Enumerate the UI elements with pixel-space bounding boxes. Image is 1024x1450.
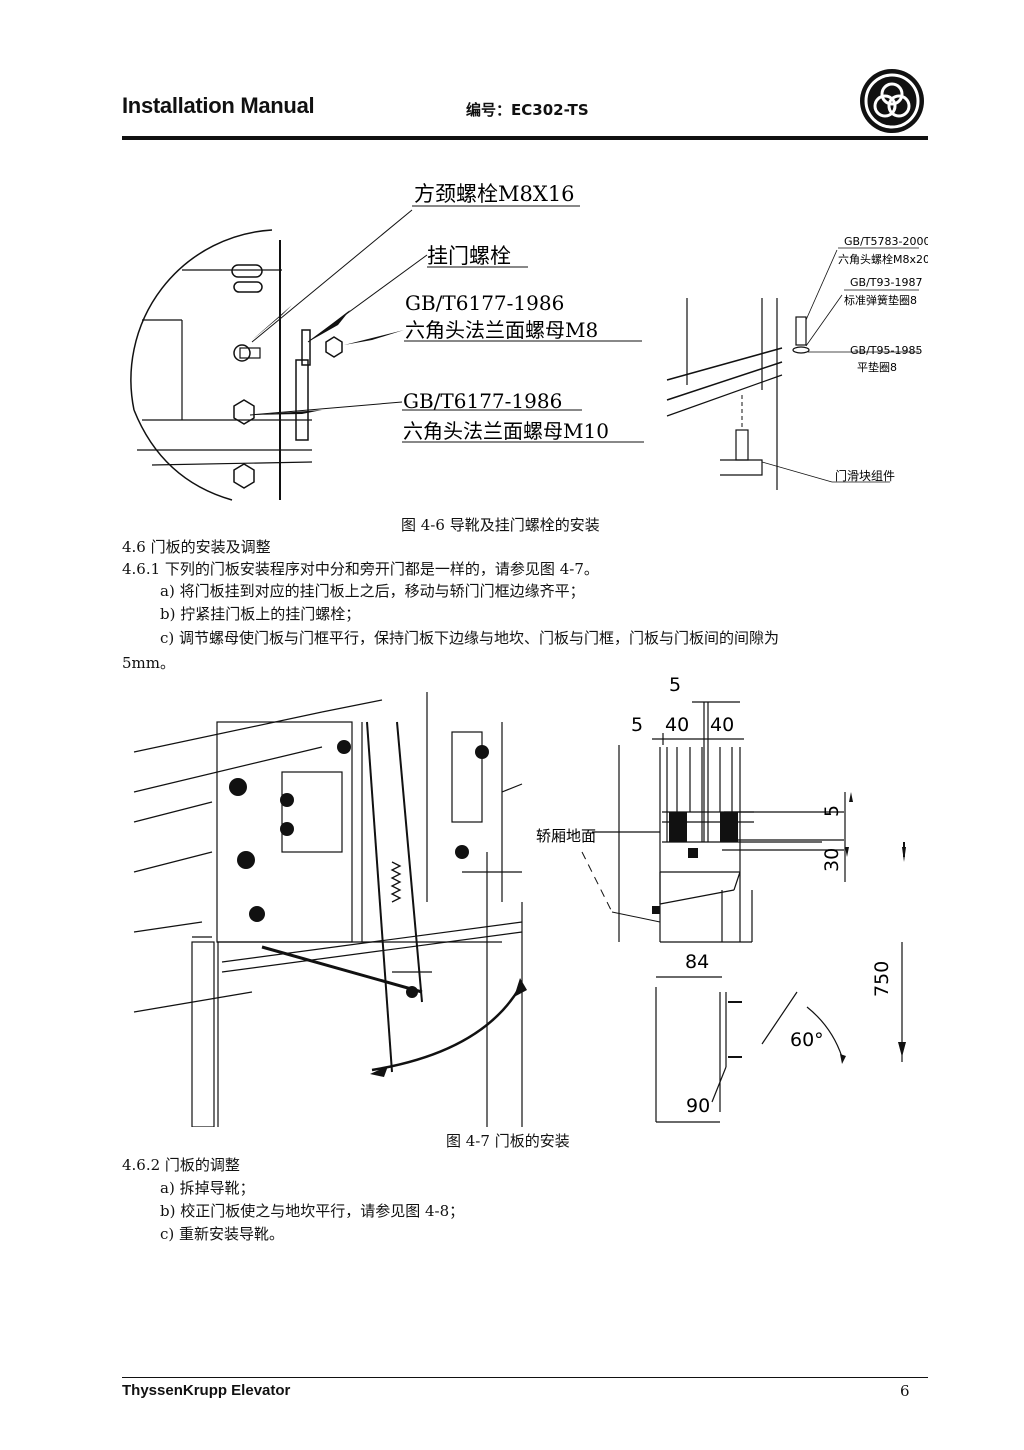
label-standard-gbt93: GB/T93-1987 — [850, 276, 922, 289]
label-square-neck-bolt: 方颈螺栓M8X16 — [414, 182, 575, 206]
label-car-floor: 轿厢地面 — [536, 827, 596, 845]
dim-40-a: 40 — [665, 714, 689, 736]
step-c-continuation: 5mm。 — [122, 654, 175, 672]
dim-30: 30 — [821, 848, 843, 872]
label-flange-nut-m10: 六角头法兰面螺母M10 — [403, 419, 609, 443]
section-4-6-1-paragraph: 4.6.1 下列的门板安装程序对中分和旁开门都是一样的，请参见图 4-7。 — [122, 560, 599, 578]
dim-40-b: 40 — [710, 714, 734, 736]
page-number: 6 — [900, 1382, 910, 1400]
figure-4-6-guide-shoe-drawing: 方颈螺栓M8X16 挂门螺栓 GB/T6177-1986 六角头法兰面螺母M8 … — [130, 182, 928, 501]
label-spring-washer: 标准弹簧垫圈8 — [844, 293, 917, 307]
figure-4-7-caption: 图 4-7 门板的安装 — [446, 1132, 570, 1150]
adjust-step-a: a) 拆掉导靴； — [160, 1179, 255, 1197]
step-c: c) 调节螺母使门板与门框平行，保持门板下边缘与地坎、门板与门框，门板与门板间的… — [160, 629, 780, 647]
label-hanger-bolt: 挂门螺栓 — [427, 244, 511, 268]
label-flange-nut-m8: 六角头法兰面螺母M8 — [405, 318, 598, 342]
label-standard-gbt95: GB/T95-1985 — [850, 344, 922, 357]
step-b: b) 拧紧挂门板上的挂门螺栓； — [160, 605, 361, 623]
step-a: a) 将门板挂到对应的挂门板上之后，移动与轿门门框边缘齐平； — [160, 582, 585, 600]
dim-top-5: 5 — [669, 674, 681, 696]
label-standard-gbt5783: GB/T5783-2000 — [844, 235, 928, 248]
header-rule — [122, 136, 928, 140]
thyssenkrupp-logo-icon — [860, 69, 924, 133]
label-hex-bolt-m8x20: 六角头螺栓M8x20 — [838, 252, 928, 266]
dim-right-5: 5 — [821, 805, 843, 817]
figure-4-6-caption: 图 4-6 导靴及挂门螺栓的安装 — [401, 516, 600, 534]
footer-rule — [122, 1377, 928, 1378]
figure-4-7-door-panel-drawing: 5 5 40 40 轿厢地面 5 30 84 750 60° 90 — [133, 674, 906, 1127]
label-flat-washer: 平垫圈8 — [857, 360, 897, 374]
dim-90: 90 — [686, 1095, 710, 1117]
section-4-6-2-heading: 4.6.2 门板的调整 — [122, 1156, 240, 1174]
manual-title: Installation Manual — [122, 93, 315, 118]
label-standard-gbt6177-a: GB/T6177-1986 — [405, 291, 564, 315]
section-4-6-heading: 4.6 门板的安装及调整 — [122, 538, 271, 556]
dim-84: 84 — [685, 951, 709, 973]
label-slider-assembly: 门滑块组件 — [835, 468, 895, 483]
dim-gap-5: 5 — [631, 714, 643, 736]
adjust-step-c: c) 重新安装导靴。 — [160, 1225, 285, 1243]
adjust-step-b: b) 校正门板使之与地坎平行，请参见图 4-8； — [160, 1202, 465, 1220]
label-standard-gbt6177-b: GB/T6177-1986 — [403, 389, 562, 413]
document-code: 编号：EC302-TS — [466, 101, 589, 119]
dim-750: 750 — [871, 961, 893, 997]
footer-brand: ThyssenKrupp Elevator — [122, 1382, 291, 1399]
dim-angle-60: 60° — [790, 1029, 824, 1051]
